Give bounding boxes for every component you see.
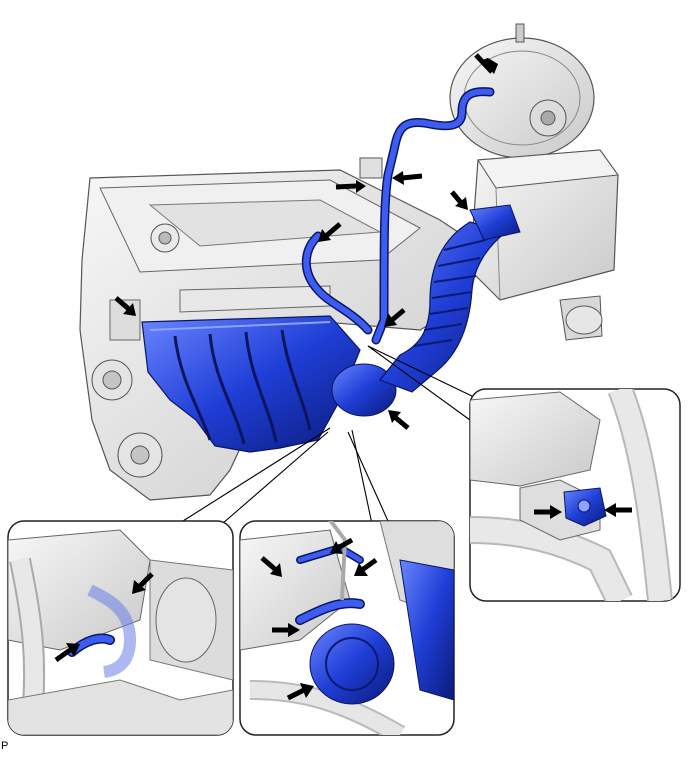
pointer-arrow-icon <box>54 643 80 663</box>
air-intake-hose <box>379 204 521 393</box>
leader-lines <box>182 345 477 525</box>
pointer-arrow-icon <box>260 556 282 577</box>
pointer-arrow-icon <box>318 222 342 242</box>
pointer-arrow-icon <box>114 296 136 316</box>
air-cleaner-box <box>469 149 619 341</box>
engine-main-view <box>79 23 619 525</box>
inset-right <box>469 388 681 602</box>
vacuum-hose <box>301 87 495 345</box>
pointer-arrow-icon <box>474 53 498 74</box>
pointer-arrow-icon <box>450 190 468 210</box>
pointer-arrow-icon <box>330 537 354 554</box>
pointer-arrow-icon <box>384 308 406 327</box>
pointer-arrow-icon <box>354 557 378 576</box>
pointer-arrow-icon <box>604 503 632 517</box>
inset-middle <box>239 520 455 736</box>
pointer-arrow-icon <box>388 410 410 430</box>
pointer-arrow-icon <box>392 171 423 185</box>
exhaust-manifold <box>141 315 397 453</box>
figure-code-label: P <box>1 740 9 752</box>
pointer-arrow-icon <box>335 180 366 193</box>
pointer-arrow-icon <box>272 623 300 637</box>
pointer-arrow-icon <box>534 505 562 519</box>
pointer-arrow-icon <box>132 572 154 594</box>
pointer-arrow-icon <box>286 683 314 701</box>
inset-left <box>7 520 234 736</box>
callout-arrows-main <box>114 53 498 430</box>
